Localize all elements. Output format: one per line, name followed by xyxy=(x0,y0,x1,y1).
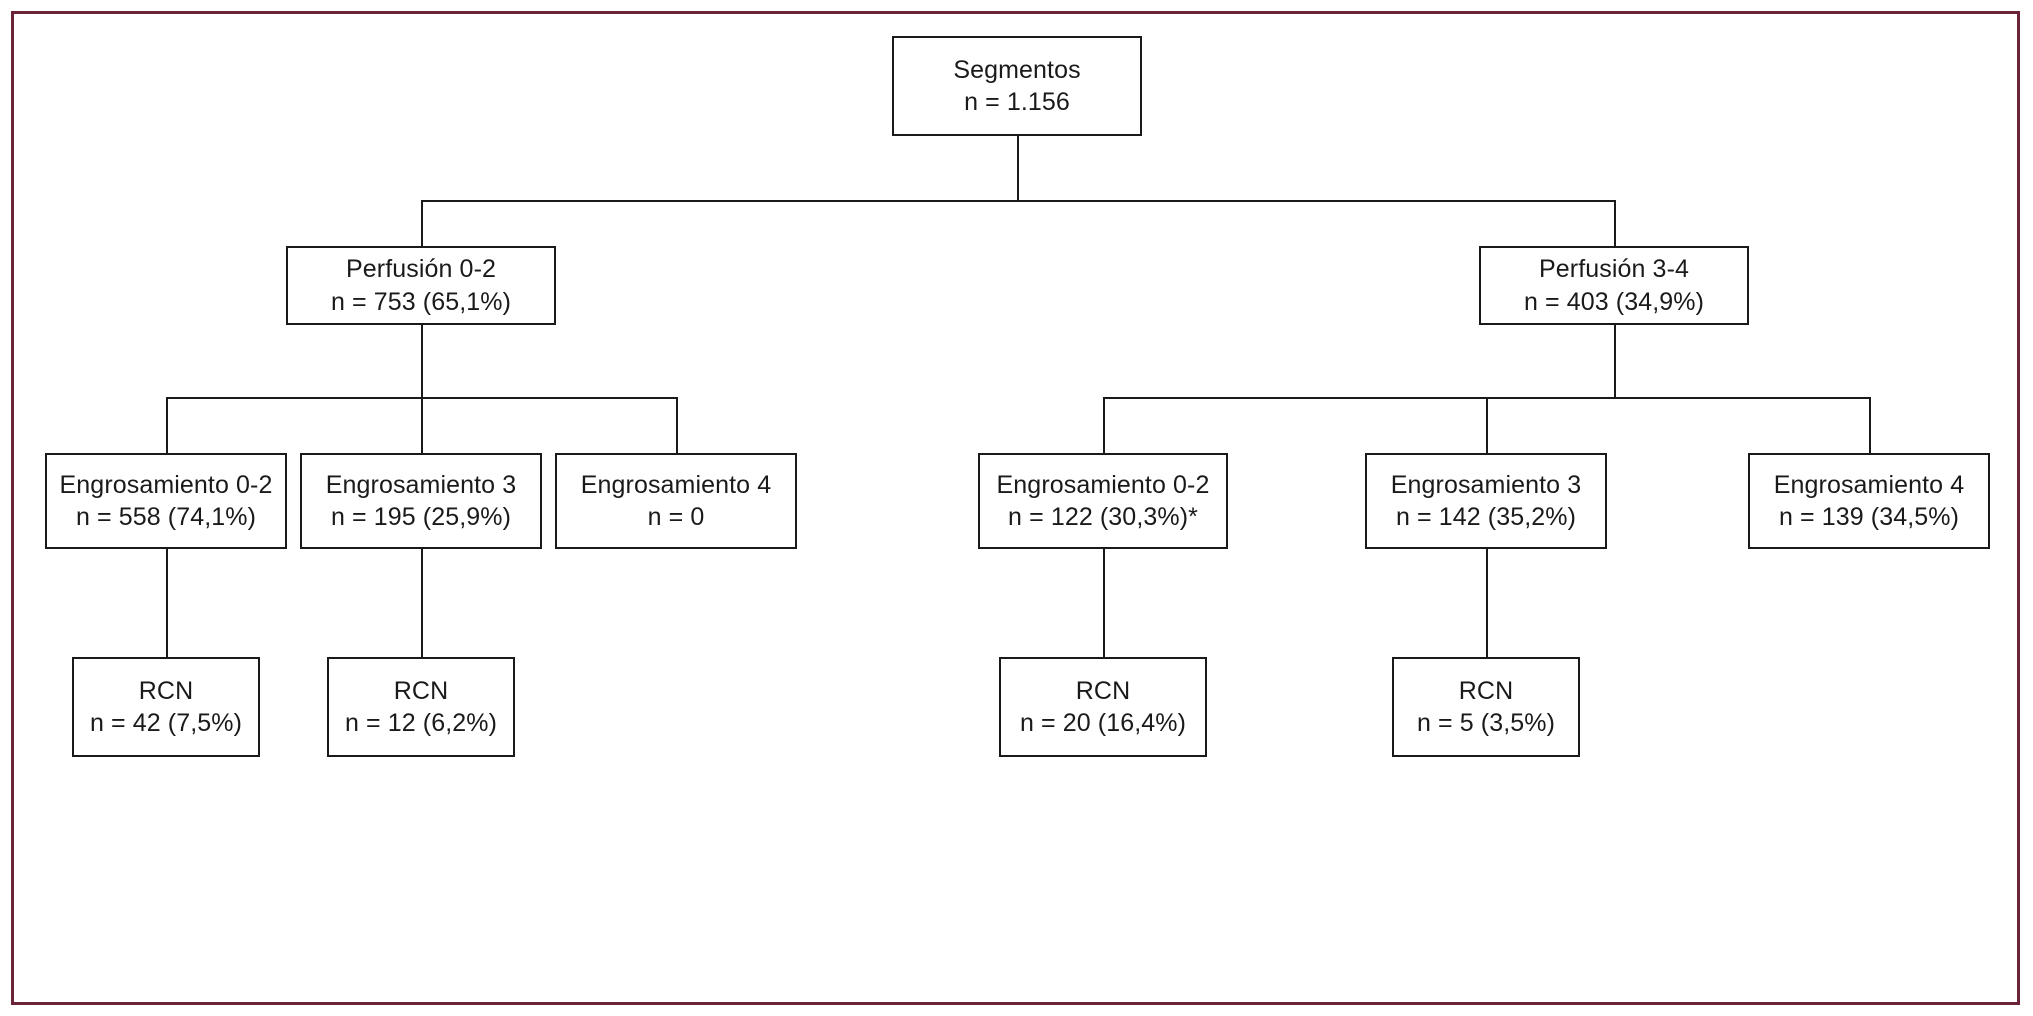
node-rcn-1-line1: RCN xyxy=(138,676,194,705)
node-engrosamiento-right-4[interactable]: Engrosamiento 4 n = 139 (34,5%) xyxy=(1748,453,1990,549)
edge-to-rcn-1 xyxy=(166,549,168,657)
edge-root-stem xyxy=(1017,136,1019,200)
node-engrosamiento-right-3-line2: n = 142 (35,2%) xyxy=(1395,503,1577,531)
node-engrosamiento-right-4-line2: n = 139 (34,5%) xyxy=(1778,503,1960,531)
node-engrosamiento-right-3[interactable]: Engrosamiento 3 n = 142 (35,2%) xyxy=(1365,453,1607,549)
edge-to-rcn-4 xyxy=(1486,549,1488,657)
node-perfusion-0-2[interactable]: Perfusión 0-2 n = 753 (65,1%) xyxy=(286,246,556,325)
edge-to-eng-left-0-2 xyxy=(166,397,168,453)
edge-to-eng-right-4 xyxy=(1869,397,1871,453)
edge-to-rcn-3 xyxy=(1103,549,1105,657)
node-rcn-3-line2: n = 20 (16,4%) xyxy=(1019,709,1187,737)
node-engrosamiento-left-0-2-line2: n = 558 (74,1%) xyxy=(75,503,257,531)
node-engrosamiento-left-0-2-line1: Engrosamiento 0-2 xyxy=(59,470,273,499)
node-segmentos-line1: Segmentos xyxy=(953,55,1081,84)
node-engrosamiento-left-4[interactable]: Engrosamiento 4 n = 0 xyxy=(555,453,797,549)
node-engrosamiento-left-4-line2: n = 0 xyxy=(647,503,705,531)
edge-perf-0-2-stem xyxy=(421,325,423,397)
node-rcn-4[interactable]: RCN n = 5 (3,5%) xyxy=(1392,657,1580,757)
node-perfusion-0-2-line1: Perfusión 0-2 xyxy=(346,255,496,283)
node-segmentos-line2: n = 1.156 xyxy=(964,88,1070,116)
node-engrosamiento-right-0-2[interactable]: Engrosamiento 0-2 n = 122 (30,3%)* xyxy=(978,453,1228,549)
node-engrosamiento-left-4-line1: Engrosamiento 4 xyxy=(580,470,772,499)
node-rcn-1[interactable]: RCN n = 42 (7,5%) xyxy=(72,657,260,757)
node-engrosamiento-left-3-line1: Engrosamiento 3 xyxy=(325,470,517,499)
node-rcn-1-line2: n = 42 (7,5%) xyxy=(89,709,243,737)
node-perfusion-3-4-line2: n = 403 (34,9%) xyxy=(1523,287,1705,316)
node-rcn-2-line2: n = 12 (6,2%) xyxy=(344,709,498,737)
node-rcn-2[interactable]: RCN n = 12 (6,2%) xyxy=(327,657,515,757)
edge-to-eng-right-3 xyxy=(1486,397,1488,453)
node-engrosamiento-left-0-2[interactable]: Engrosamiento 0-2 n = 558 (74,1%) xyxy=(45,453,287,549)
edge-level1-bus xyxy=(421,200,1616,202)
node-engrosamiento-right-3-line1: Engrosamiento 3 xyxy=(1390,470,1582,499)
node-perfusion-0-2-line2: n = 753 (65,1%) xyxy=(330,287,512,316)
node-rcn-2-line1: RCN xyxy=(393,676,449,705)
node-rcn-3[interactable]: RCN n = 20 (16,4%) xyxy=(999,657,1207,757)
edge-to-eng-right-0-2 xyxy=(1103,397,1105,453)
node-engrosamiento-left-3[interactable]: Engrosamiento 3 n = 195 (25,9%) xyxy=(300,453,542,549)
node-rcn-4-line1: RCN xyxy=(1458,676,1514,705)
node-perfusion-3-4[interactable]: Perfusión 3-4 n = 403 (34,9%) xyxy=(1479,246,1749,325)
edge-to-eng-left-3 xyxy=(421,397,423,453)
outer-frame: Segmentos n = 1.156 Perfusión 0-2 n = 75… xyxy=(11,11,2020,1005)
edge-to-rcn-2 xyxy=(421,549,423,657)
edge-to-perf-3-4 xyxy=(1614,200,1616,246)
node-engrosamiento-right-0-2-line2: n = 122 (30,3%)* xyxy=(1008,503,1198,531)
node-segmentos[interactable]: Segmentos n = 1.156 xyxy=(892,36,1142,136)
node-rcn-3-line1: RCN xyxy=(1075,676,1131,705)
edge-to-eng-left-4 xyxy=(676,397,678,453)
edge-to-perf-0-2 xyxy=(421,200,423,246)
edge-perf-3-4-stem xyxy=(1614,325,1616,397)
node-rcn-4-line2: n = 5 (3,5%) xyxy=(1416,709,1556,737)
node-engrosamiento-left-3-line2: n = 195 (25,9%) xyxy=(330,503,512,531)
node-perfusion-3-4-line1: Perfusión 3-4 xyxy=(1539,255,1689,283)
node-engrosamiento-right-0-2-line1: Engrosamiento 0-2 xyxy=(996,470,1210,499)
node-engrosamiento-right-4-line1: Engrosamiento 4 xyxy=(1773,470,1965,499)
